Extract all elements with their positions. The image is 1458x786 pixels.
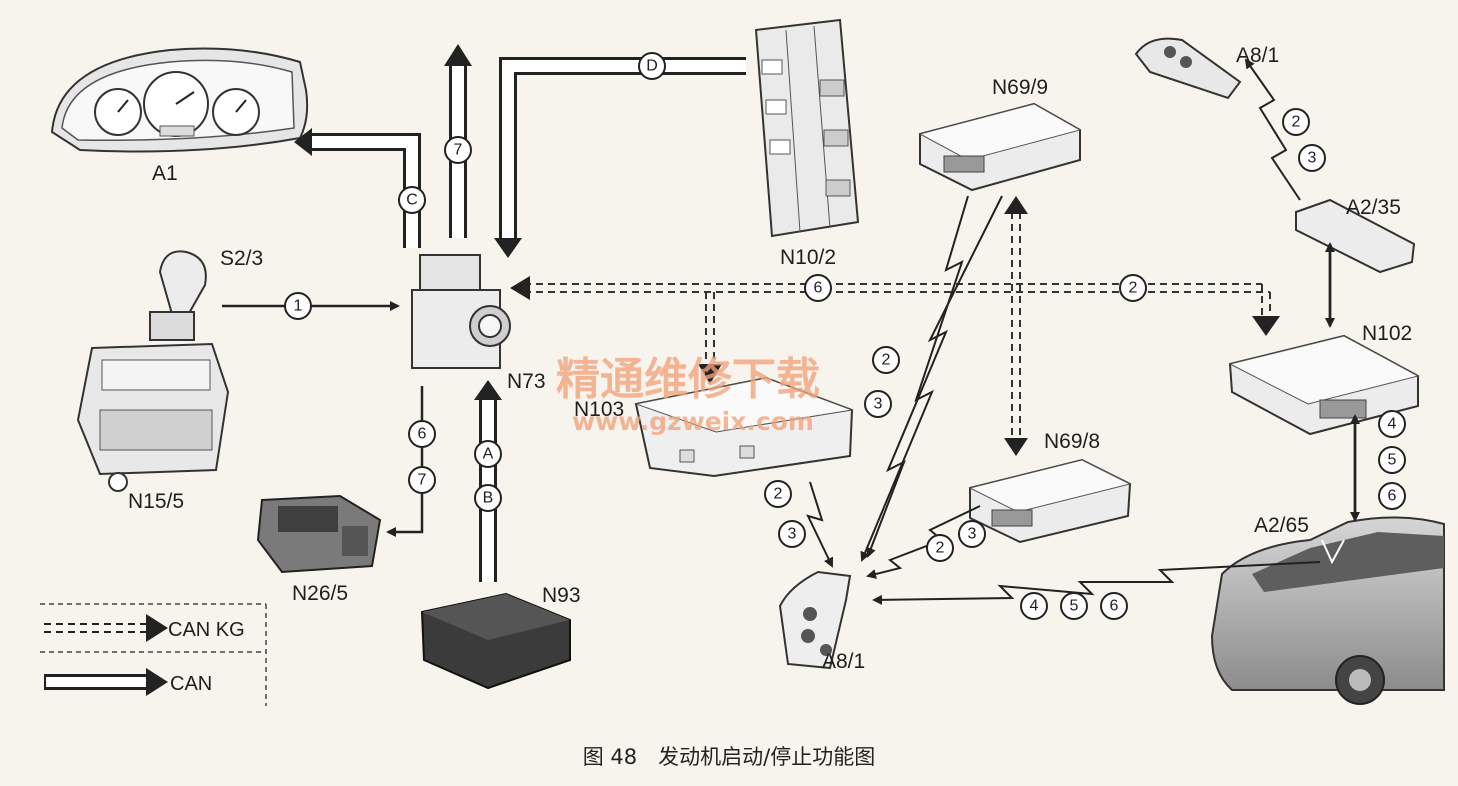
label-n73: N73 xyxy=(507,370,546,393)
gear-selector-n15-5 xyxy=(76,250,230,492)
bus-arrow-n102 xyxy=(1252,316,1280,336)
antenna-a2-35 xyxy=(1295,198,1416,274)
marker-d: D xyxy=(638,52,666,80)
svg-text:3: 3 xyxy=(968,526,977,543)
svg-text:4: 4 xyxy=(1030,598,1039,615)
marker-s4: 4 xyxy=(1378,410,1406,438)
svg-text:2: 2 xyxy=(774,486,783,503)
wireless-links xyxy=(806,58,1321,605)
svg-text:2: 2 xyxy=(882,352,891,369)
legend-can: CAN xyxy=(44,668,212,696)
svg-text:5: 5 xyxy=(1070,598,1079,615)
remote-key-a8-1-top xyxy=(1134,37,1242,100)
marker-s2n699: 2 xyxy=(872,346,900,374)
svg-text:1: 1 xyxy=(294,298,303,315)
label-a2-35: A2/35 xyxy=(1346,196,1401,219)
can-connections xyxy=(294,44,746,582)
fuse-relay-box-n10-2 xyxy=(754,18,860,238)
label-n103: N103 xyxy=(574,398,624,421)
svg-text:B: B xyxy=(483,490,494,507)
door-module-n69-9 xyxy=(918,102,1082,192)
svg-text:6: 6 xyxy=(814,280,823,297)
steering-lock-n26-5 xyxy=(256,494,382,574)
svg-text:2: 2 xyxy=(1292,114,1301,131)
label-n102: N102 xyxy=(1362,322,1412,345)
svg-text:A: A xyxy=(483,446,494,463)
svg-text:5: 5 xyxy=(1388,452,1397,469)
marker-c: C xyxy=(398,186,426,214)
svg-text:7: 7 xyxy=(418,472,427,489)
bus-arrow-n103 xyxy=(698,364,722,384)
watermark-title: 精通维修下载 xyxy=(556,354,820,405)
svg-text:2: 2 xyxy=(1129,280,1138,297)
bus-arrow-n69-8 xyxy=(1004,438,1028,456)
label-a1: A1 xyxy=(152,162,178,185)
label-n26-5: N26/5 xyxy=(292,582,348,605)
svg-text:6: 6 xyxy=(418,426,427,443)
instrument-cluster-a1 xyxy=(50,47,309,153)
svg-text:3: 3 xyxy=(874,396,883,413)
marker-s4car: 4 xyxy=(1020,592,1048,620)
figure-caption: 图 48 发动机启动/停止功能图 xyxy=(583,745,875,769)
svg-text:C: C xyxy=(406,192,418,209)
door-module-n69-8 xyxy=(968,458,1132,544)
svg-text:7: 7 xyxy=(454,142,463,159)
module-n93 xyxy=(420,592,571,690)
label-n93: N93 xyxy=(542,584,581,607)
label-a2-65: A2/65 xyxy=(1254,514,1309,537)
svg-text:2: 2 xyxy=(936,540,945,557)
label-a8-1-top: A8/1 xyxy=(1236,44,1279,67)
marker-s6car: 6 xyxy=(1100,592,1128,620)
svg-text:D: D xyxy=(646,58,658,75)
marker-s1: 1 xyxy=(284,292,312,320)
marker-s2top: 2 xyxy=(1282,108,1310,136)
remote-key-a8-1-bottom xyxy=(778,570,852,670)
label-s2-3: S2/3 xyxy=(220,247,263,270)
bus-arrow-n73 xyxy=(510,276,530,300)
ignition-switch-n73 xyxy=(411,254,511,369)
keyless-module-n102 xyxy=(1228,334,1420,436)
label-n10-2: N10/2 xyxy=(780,246,836,269)
marker-s7a: 7 xyxy=(444,136,472,164)
marker-s6bus: 6 xyxy=(804,274,832,302)
marker-s2n698: 2 xyxy=(926,534,954,562)
label-n69-8: N69/8 xyxy=(1044,430,1100,453)
marker-s5car: 5 xyxy=(1060,592,1088,620)
marker-s3top: 3 xyxy=(1298,144,1326,172)
label-a8-1-bottom: A8/1 xyxy=(822,650,865,673)
module-n103 xyxy=(634,376,854,478)
svg-text:4: 4 xyxy=(1388,416,1397,433)
marker-b: B xyxy=(474,484,502,512)
legend-can-kg: CAN KG xyxy=(44,614,245,642)
marker-s3n103: 3 xyxy=(778,520,806,548)
label-n69-9: N69/9 xyxy=(992,76,1048,99)
legend: CAN KG CAN xyxy=(40,603,267,706)
svg-text:6: 6 xyxy=(1388,488,1397,505)
marker-s3n699: 3 xyxy=(864,390,892,418)
marker-s5: 5 xyxy=(1378,446,1406,474)
vehicle-a2-65 xyxy=(1210,516,1445,705)
legend-can-kg-label: CAN KG xyxy=(168,619,245,641)
legend-can-label: CAN xyxy=(170,673,212,695)
watermark-url: www.gzweix.com xyxy=(572,407,814,436)
marker-s3n698: 3 xyxy=(958,520,986,548)
label-n15-5: N15/5 xyxy=(128,490,184,513)
marker-a: A xyxy=(474,440,502,468)
marker-s2bus: 2 xyxy=(1119,274,1147,302)
svg-text:6: 6 xyxy=(1110,598,1119,615)
marker-s7b: 7 xyxy=(408,466,436,494)
bus-arrow-n69-9 xyxy=(1004,196,1028,214)
marker-s2n103: 2 xyxy=(764,480,792,508)
marker-s6b: 6 xyxy=(408,420,436,448)
svg-text:3: 3 xyxy=(788,526,797,543)
marker-s6r: 6 xyxy=(1378,482,1406,510)
svg-text:3: 3 xyxy=(1308,150,1317,167)
